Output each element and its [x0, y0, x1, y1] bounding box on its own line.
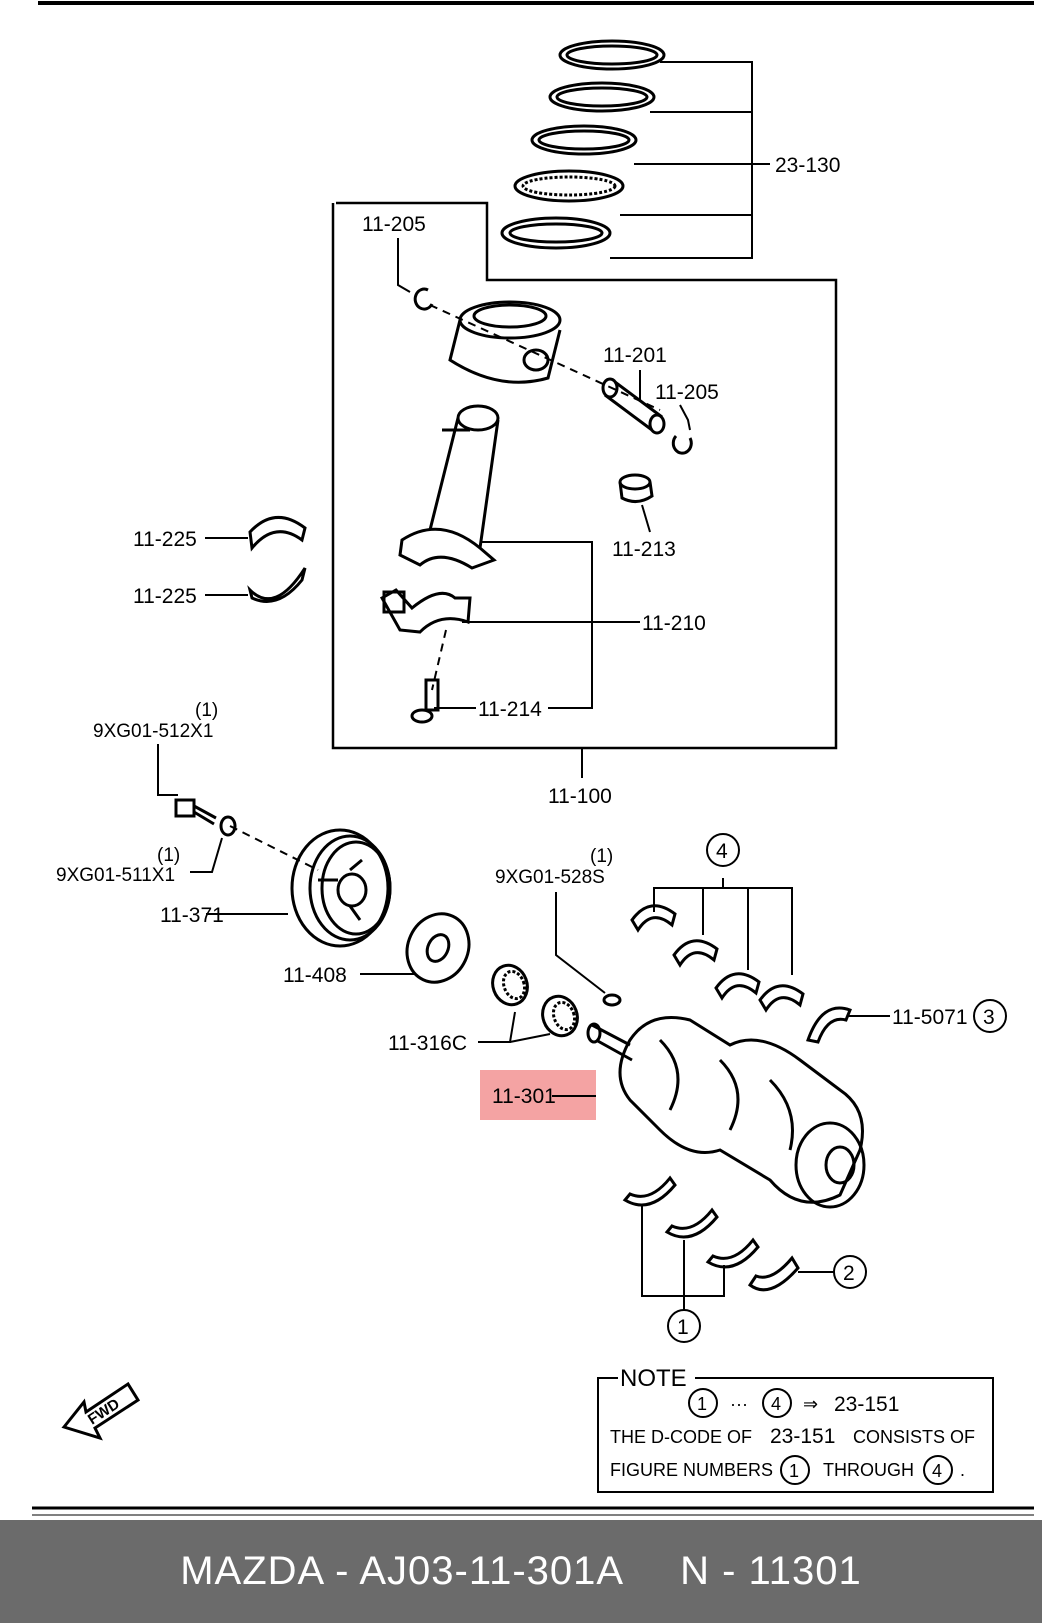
- label-circle-4: 4: [716, 840, 728, 863]
- footer-bar: MAZDA - AJ03-11-301A N - 11301: [0, 1520, 1042, 1623]
- label-key: 9XG01-528S: [495, 867, 605, 888]
- label-crankshaft: 11-301: [492, 1085, 556, 1108]
- assembly-box: [331, 201, 838, 750]
- note-line3-pre: FIGURE NUMBERS: [610, 1460, 773, 1480]
- note-box: NOTE 1 ··· 4 ⇒ 23-151 THE D-CODE OF 23-1…: [597, 1365, 994, 1493]
- piston-drawing: [448, 300, 562, 384]
- label-key-qty: (1): [590, 846, 613, 867]
- label-circle-2: 2: [843, 1262, 855, 1285]
- ring-leader-lines: [610, 61, 770, 259]
- label-snap-ring-a: 11-205: [362, 213, 426, 236]
- pulley-bolt-drawing: [174, 798, 237, 837]
- crank-bearing-lower-drawing: [622, 1175, 800, 1292]
- label-pulley-bolt-qty: (1): [195, 700, 218, 721]
- note-line3-circle-1: 1: [789, 1461, 799, 1481]
- footer-part-number: MAZDA - AJ03-11-301A: [180, 1549, 625, 1593]
- label-rod-cap: 11-210: [642, 612, 706, 635]
- label-snap-ring-b: 11-205: [655, 381, 719, 404]
- label-main-bearing-a: 11-225: [133, 528, 197, 551]
- label-washer-qty: (1): [157, 845, 180, 866]
- label-pulley: 11-371: [160, 904, 224, 927]
- label-pulley-bolt: 9XG01-512X1: [93, 721, 213, 742]
- note-title: NOTE: [620, 1365, 687, 1392]
- piston-rings-drawing: [500, 39, 666, 250]
- note-arrow: ⇒: [803, 1394, 818, 1414]
- label-sprocket: 11-316C: [388, 1032, 467, 1055]
- connecting-rod-drawing: [398, 404, 500, 570]
- note-code-1: 23-151: [834, 1393, 899, 1416]
- plate-drawing: [405, 912, 471, 984]
- note-line2-pre: THE D-CODE OF: [610, 1427, 752, 1447]
- note-line3-end: .: [960, 1460, 965, 1480]
- crank-bearing-upper-drawing: [630, 904, 852, 1044]
- key-icon: [602, 993, 622, 1007]
- label-circle-1: 1: [677, 1316, 689, 1339]
- pulley-drawing: [290, 828, 392, 948]
- note-circle-4: 4: [771, 1394, 781, 1414]
- label-main-bearing-b: 11-225: [133, 585, 197, 608]
- piston-pin-drawing: [601, 377, 666, 435]
- snap-ring-b-icon: [671, 434, 693, 455]
- label-washer: 9XG01-511X1: [56, 865, 175, 886]
- note-circle-1: 1: [697, 1394, 707, 1414]
- label-piston-pin: 11-201: [603, 344, 667, 367]
- note-dots: ···: [730, 1394, 748, 1414]
- parts-diagram: 23-130 11-205 11-201 11-205 11-213: [32, 1, 1034, 1516]
- label-rod-bolt: 11-214: [478, 698, 542, 721]
- footer-diagram-code: N - 11301: [680, 1549, 862, 1593]
- crankshaft-drawing: [586, 1016, 866, 1209]
- note-code-2: 23-151: [770, 1425, 835, 1448]
- label-plate: 11-408: [283, 964, 347, 987]
- label-ring-set: 23-130: [775, 154, 840, 177]
- circle-3-marker: [973, 999, 1007, 1033]
- sprocket-drawing: [491, 963, 579, 1038]
- label-thrust-bearing: 11-5071: [892, 1006, 968, 1029]
- circle-2-marker: [833, 1255, 867, 1289]
- snap-ring-icon: [413, 287, 434, 311]
- rod-cap-drawing: [379, 588, 472, 634]
- rod-bolt-drawing: [410, 678, 440, 724]
- fwd-arrow-icon: FWD: [61, 1381, 141, 1441]
- circle-1-marker: [667, 1309, 701, 1343]
- note-line2-post: CONSISTS OF: [853, 1427, 975, 1447]
- main-bearing-upper-drawing: [247, 515, 307, 603]
- note-line3-mid: THROUGH: [823, 1460, 914, 1480]
- bushing-drawing: [618, 473, 654, 503]
- note-line3-circle-4: 4: [932, 1461, 942, 1481]
- label-bushing: 11-213: [612, 538, 676, 561]
- label-circle-3: 3: [983, 1006, 995, 1029]
- label-piston-assembly: 11-100: [548, 785, 612, 808]
- circle-4-marker: [706, 833, 740, 867]
